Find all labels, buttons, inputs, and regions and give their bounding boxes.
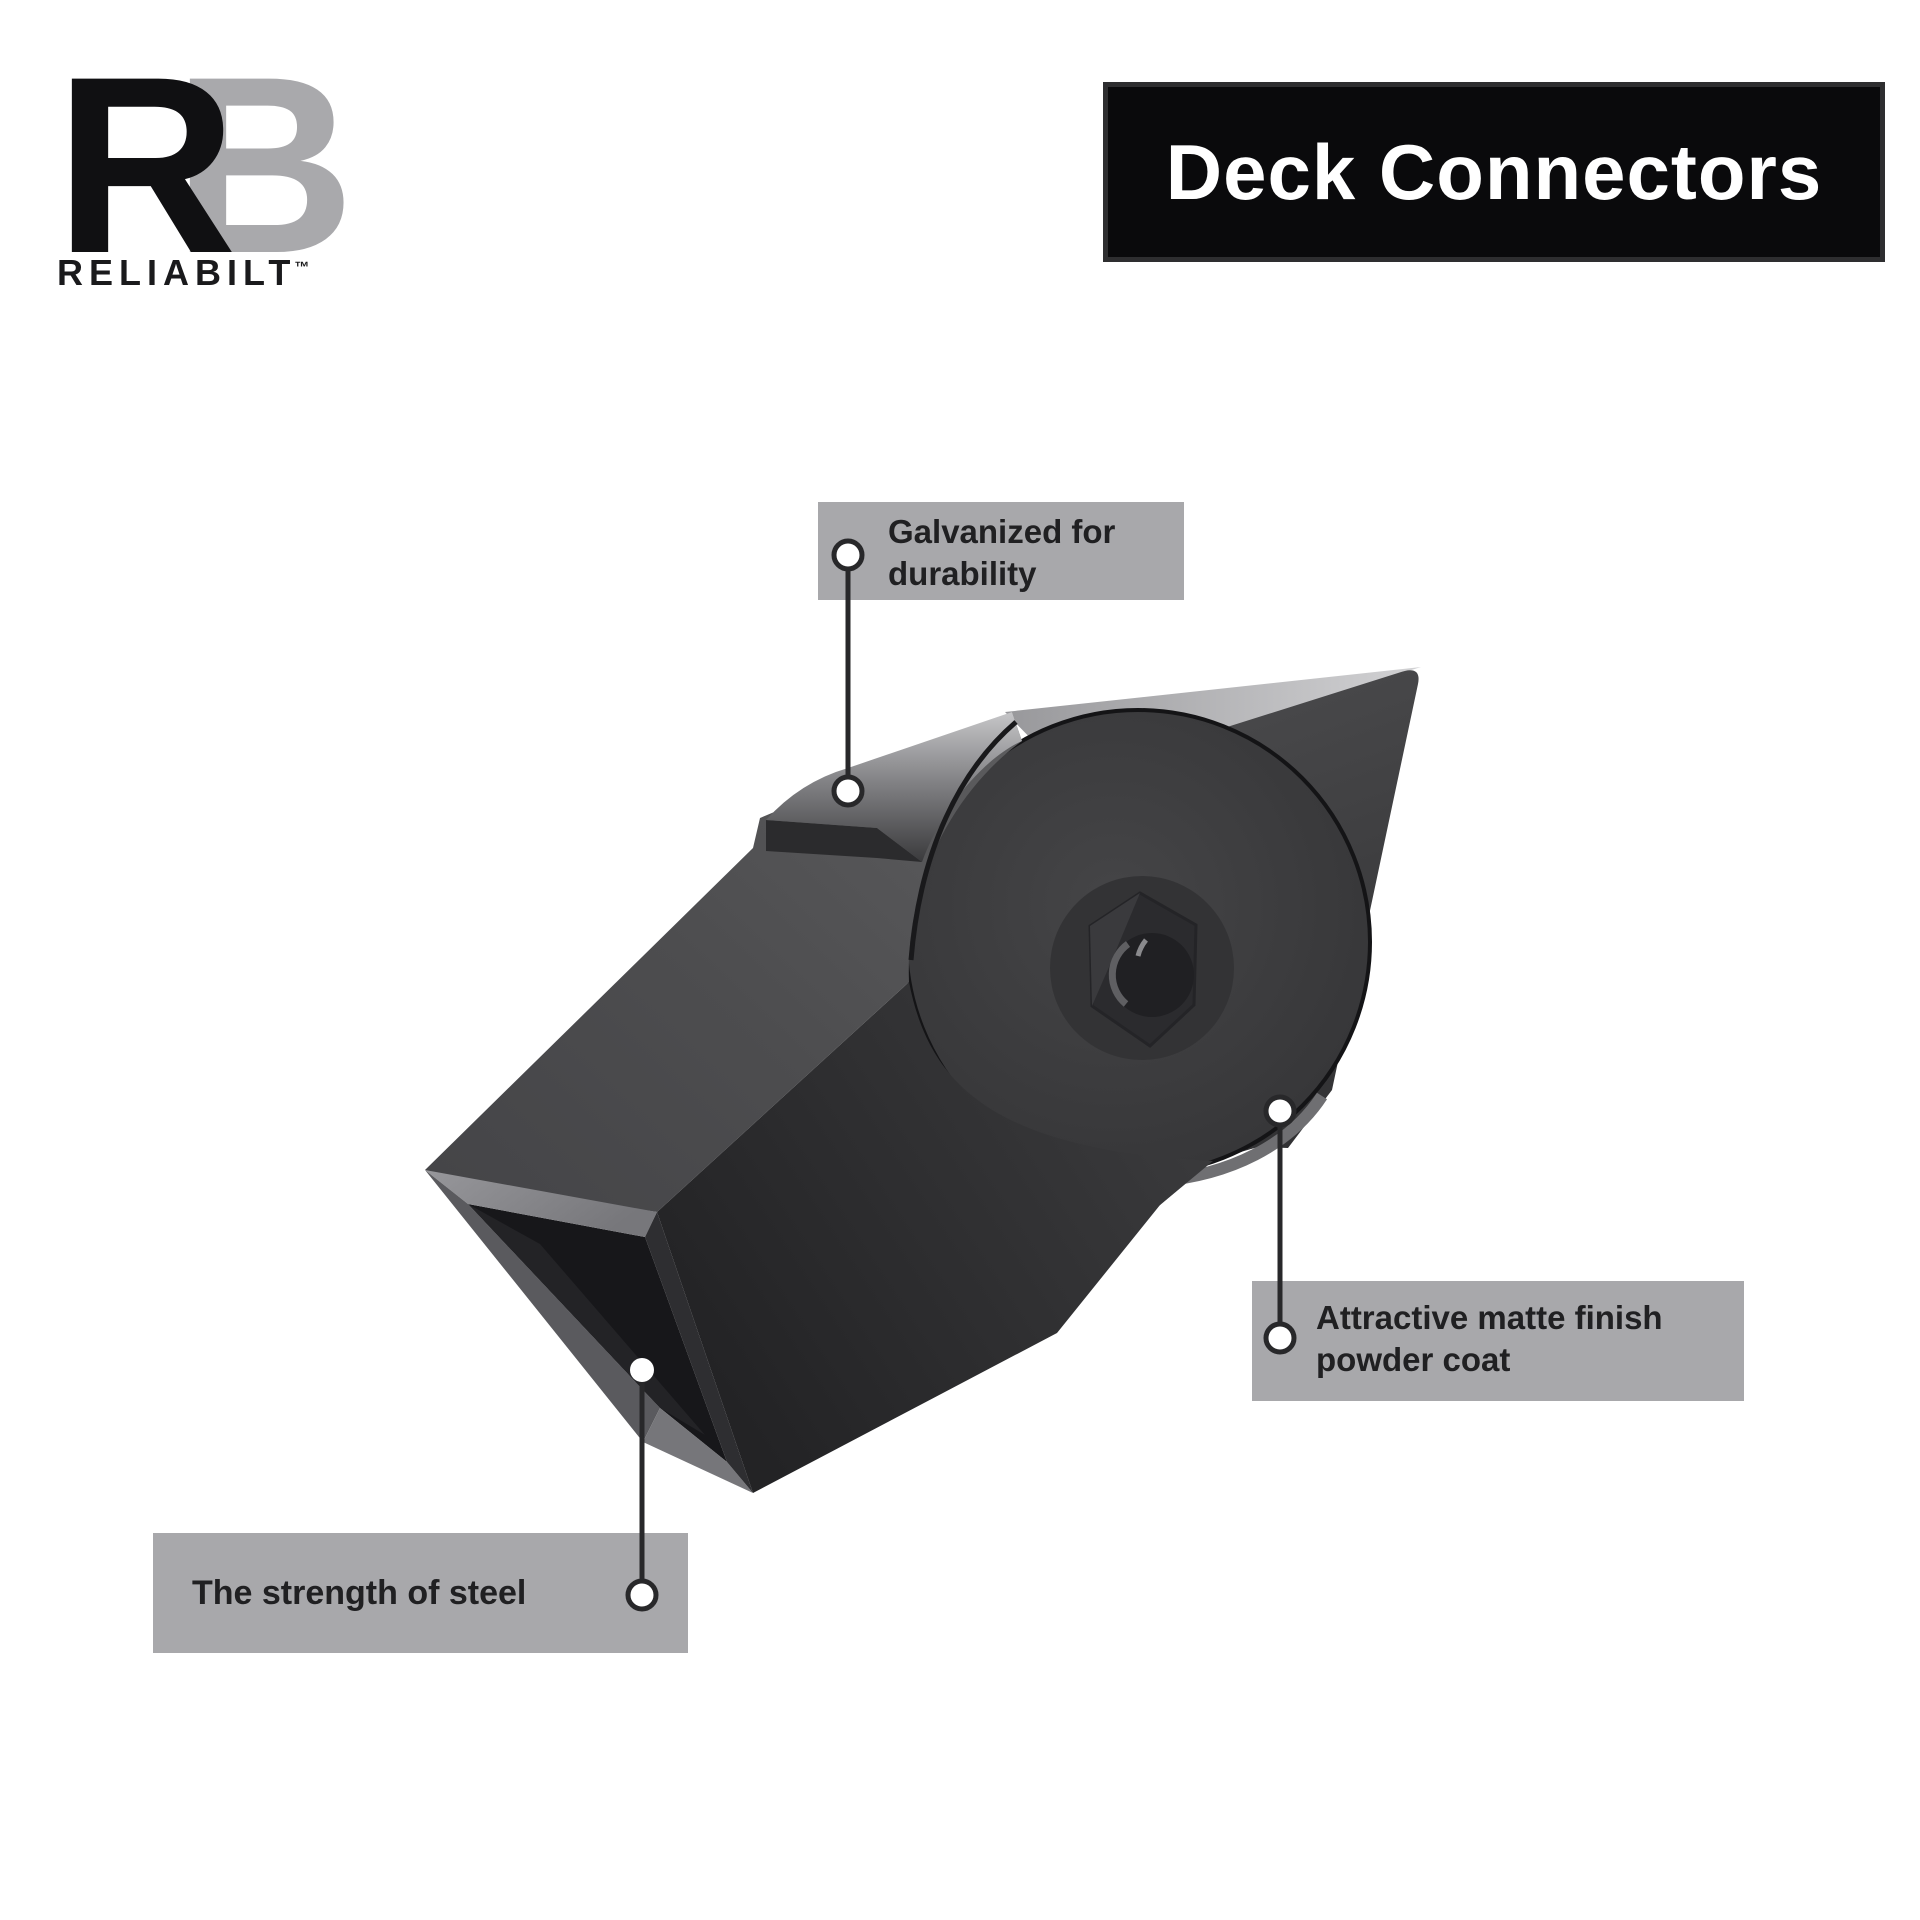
callout-galvanized-line1: Galvanized for (888, 513, 1116, 550)
callout-galvanized-line2: durability (888, 555, 1037, 592)
callout-steel: The strength of steel (153, 1533, 688, 1653)
trademark-symbol: ™ (294, 259, 310, 276)
galvanized-hinge-lobe (766, 712, 1022, 862)
page-title: Deck Connectors (1165, 127, 1823, 216)
reliabilt-logo: B R RELIABILT™ (55, 40, 415, 300)
bolt-highlight-2 (1135, 938, 1149, 957)
opening-bottom-rim (643, 1408, 753, 1493)
callout-matte-line2: powder coat (1316, 1341, 1511, 1378)
bolt-end (1110, 933, 1194, 1017)
callout-matte-finish: Attractive matte finish powder coat (1252, 1281, 1744, 1401)
nut-facet (1090, 893, 1140, 1006)
logo-letter-r: R (55, 25, 237, 306)
hinge-step-notch (766, 820, 922, 862)
callout-matte-line1: Attractive matte finish (1316, 1299, 1663, 1336)
opening-left-rim (425, 1170, 660, 1442)
title-banner: Deck Connectors (1103, 82, 1885, 262)
bolt-highlight (1108, 941, 1131, 1007)
opening-right-rim (645, 1212, 753, 1493)
tube-side-face (657, 982, 1213, 1493)
logo-letter-b: B (173, 25, 355, 306)
callout-steel-line1: The strength of steel (192, 1574, 527, 1612)
callout-galvanized: Galvanized for durability (818, 502, 1184, 600)
opening-top-rim (425, 1170, 657, 1237)
hinge-disc-seam (908, 720, 1018, 961)
hex-nut (1050, 876, 1234, 1060)
logo-wordmark: RELIABILT™ (57, 252, 310, 293)
